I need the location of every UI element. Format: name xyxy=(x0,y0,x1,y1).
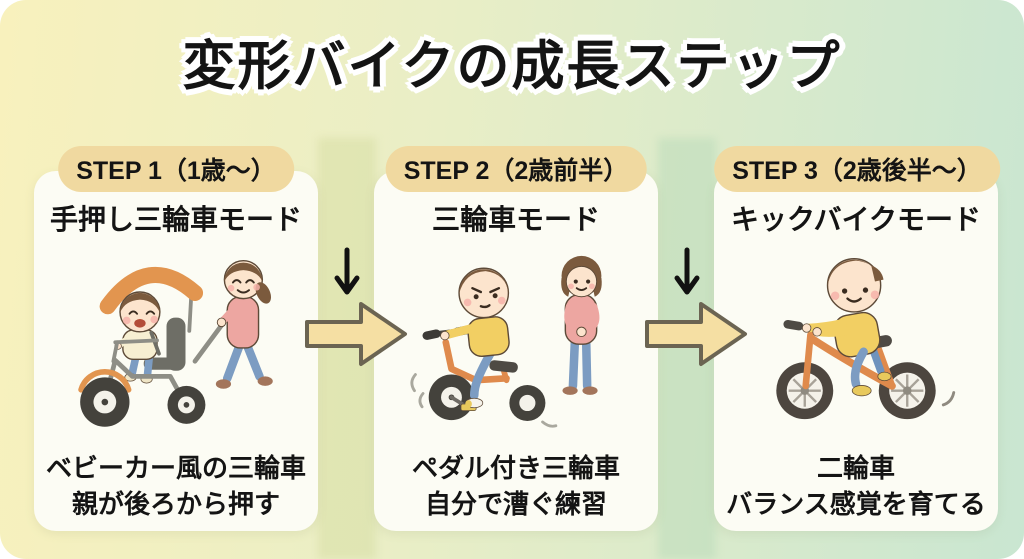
seat xyxy=(489,360,518,373)
step2-illustration-toddler-pedaling-tricycle xyxy=(410,255,602,428)
step3-badge: STEP 3（2歳後半〜） xyxy=(714,146,1000,192)
tricycle xyxy=(78,338,206,427)
step3-caption-line1: 二輪車 xyxy=(816,453,895,483)
step1-illustration-parent-pushing-canopy-tricycle xyxy=(78,259,273,427)
toddler-figure xyxy=(802,258,892,397)
parent-figure xyxy=(215,259,273,389)
toddler-figure xyxy=(440,267,510,409)
step3-caption-line2: バランス感覚を育てる xyxy=(726,489,986,519)
right-arrow-icon xyxy=(305,302,407,366)
step1-caption-line1: ベビーカー風の三輪車 xyxy=(45,453,306,483)
step1-mode-label: 手押し三輪車モード xyxy=(49,204,302,235)
step1-caption: ベビーカー風の三輪車 親が後ろから押す xyxy=(34,450,318,522)
motion-lines xyxy=(410,373,558,428)
push-handle xyxy=(187,294,230,364)
page-title: 変形バイクの成長ステップ xyxy=(182,37,842,96)
step2-caption-line1: ペダル付き三輪車 xyxy=(411,453,620,483)
step2-panel xyxy=(374,171,658,531)
step2-mode-label: 三輪車モード xyxy=(431,204,600,235)
step2-caption: ペダル付き三輪車 自分で漕ぐ練習 xyxy=(374,450,658,522)
motion-line xyxy=(941,391,956,407)
canopy xyxy=(99,266,204,315)
toddler-figure xyxy=(114,291,161,384)
step3-mode-label: キックバイクモード xyxy=(730,204,982,235)
step2-badge: STEP 2（2歳前半） xyxy=(385,146,647,192)
step1-caption-line2: 親が後ろから押す xyxy=(71,489,280,519)
step3-illustration-toddler-riding-kick-bike xyxy=(776,258,956,420)
step3-caption: 二輪車 バランス感覚を育てる xyxy=(714,450,998,522)
down-arrow-icon xyxy=(674,247,700,295)
seat-bottom xyxy=(143,357,184,370)
seat-back xyxy=(166,317,186,371)
down-arrow-icon xyxy=(334,247,360,295)
step1-badge: STEP 1（1歳〜） xyxy=(58,146,294,192)
step2-caption-line2: 自分で漕ぐ練習 xyxy=(424,489,607,519)
right-arrow-icon xyxy=(645,302,747,366)
parent-figure xyxy=(561,255,602,395)
